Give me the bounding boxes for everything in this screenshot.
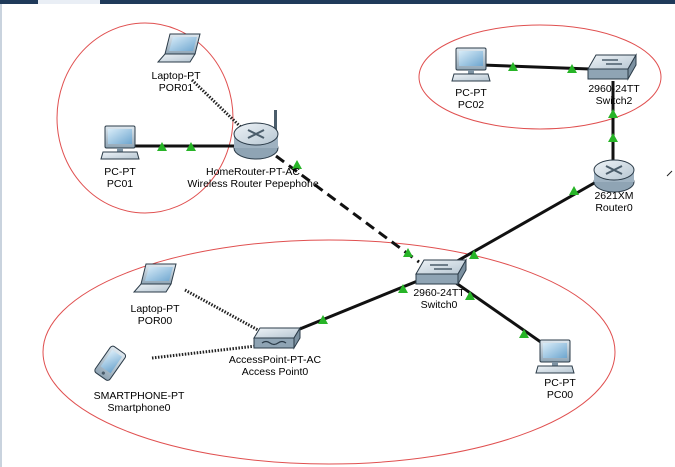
device-name-label: Switch2	[595, 95, 633, 107]
link-up-indicator	[292, 160, 302, 169]
wireless-router-icon[interactable]	[233, 110, 279, 160]
device-name-label: POR01	[158, 82, 194, 94]
link-up-indicator	[398, 284, 408, 293]
device-label-pc01: PC-PT PC01	[104, 166, 136, 190]
link-up-indicator	[157, 142, 167, 151]
device-type-label: PC-PT	[544, 377, 576, 389]
top-toolbar-strip	[0, 0, 675, 4]
device-name-label: Router0	[595, 202, 633, 214]
device-type-label: PC-PT	[104, 166, 136, 178]
left-panel-edge	[0, 4, 2, 467]
link-up-indicator	[469, 250, 479, 259]
link-status-markers	[157, 62, 618, 338]
device-type-label: 2960-24TT	[588, 83, 640, 95]
link-up-indicator	[608, 109, 618, 118]
zone-switch2-group	[418, 24, 662, 130]
link-up-indicator	[186, 142, 196, 151]
device-label-pc02: PC-PT PC02	[455, 87, 487, 111]
link-up-indicator	[465, 291, 475, 300]
smartphone-icon[interactable]	[94, 345, 127, 382]
device-label-pc00: PC-PT PC00	[544, 377, 576, 401]
device-type-label: HomeRouter-PT-AC	[206, 166, 300, 178]
device-label-router0: 2621XM Router0	[594, 190, 633, 214]
device-type-label: PC-PT	[455, 87, 487, 99]
device-name-label: Smartphone0	[107, 402, 171, 414]
link-laptop-por00-ap-wireless	[184, 288, 259, 332]
device-type-label: SMARTPHONE-PT	[93, 390, 185, 402]
device-type-label: 2960-24TT	[413, 287, 465, 299]
device-label-laptop-por00: Laptop-PT POR00	[130, 303, 179, 327]
zone-switch0-group	[42, 239, 616, 465]
toolbar-tab[interactable]	[38, 0, 100, 4]
switch-icon[interactable]	[587, 53, 637, 81]
device-name-label: PC02	[457, 99, 485, 111]
pc-icon[interactable]	[535, 339, 575, 374]
pc-icon[interactable]	[100, 125, 140, 160]
link-up-indicator	[519, 329, 529, 338]
link-router-switch0[interactable]	[275, 154, 420, 264]
device-type-label: AccessPoint-PT-AC	[228, 354, 322, 366]
zone-wireless-router-group	[56, 22, 234, 214]
link-up-indicator	[608, 133, 618, 142]
device-name-label: Switch0	[420, 299, 458, 311]
device-label-wireless-router: HomeRouter-PT-AC Wireless Router Pepepho…	[187, 166, 318, 190]
device-label-smartphone0: SMARTPHONE-PT Smartphone0	[94, 390, 185, 414]
device-name-label: POR00	[137, 315, 173, 327]
switch-icon[interactable]	[415, 258, 467, 286]
device-label-switch0: 2960-24TT Switch0	[413, 287, 464, 311]
device-type-label: Laptop-PT	[130, 303, 180, 315]
link-up-indicator	[567, 64, 577, 73]
links-layer	[127, 63, 615, 360]
device-type-label: 2621XM	[594, 190, 634, 202]
laptop-icon[interactable]	[156, 33, 201, 63]
link-smartphone-ap-wireless	[151, 344, 257, 360]
device-name-label: PC01	[106, 178, 134, 190]
pc-icon[interactable]	[451, 47, 491, 82]
device-type-label: Laptop-PT	[151, 70, 201, 82]
link-router0-switch0[interactable]	[451, 180, 597, 266]
link-up-indicator	[403, 248, 413, 257]
device-label-laptop-por01: Laptop-PT POR01	[151, 70, 200, 94]
link-access-point-switch0[interactable]	[289, 278, 421, 335]
device-label-switch2: 2960-24TT Switch2	[588, 83, 639, 107]
device-label-access-point: AccessPoint-PT-AC Access Point0	[229, 354, 321, 378]
link-up-indicator	[508, 62, 518, 71]
router-icon[interactable]	[593, 159, 635, 193]
device-name-label: PC00	[546, 389, 574, 401]
laptop-icon[interactable]	[132, 263, 177, 293]
access-point-icon[interactable]	[253, 326, 301, 350]
device-name-label: Wireless Router Pepephone	[187, 178, 319, 190]
edge-marker	[666, 170, 673, 177]
link-up-indicator	[318, 315, 328, 324]
device-name-label: Access Point0	[241, 366, 309, 378]
link-up-indicator	[569, 186, 579, 195]
